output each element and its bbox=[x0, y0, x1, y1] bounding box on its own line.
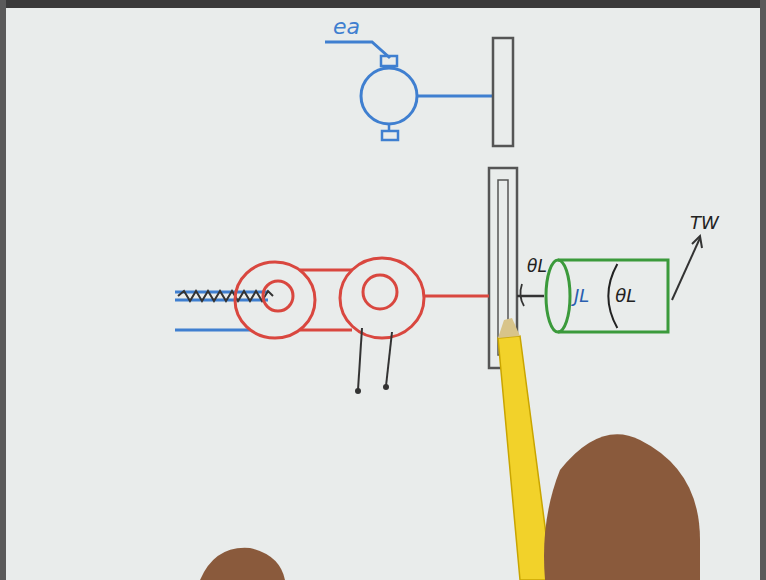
arrow-head bbox=[692, 236, 702, 248]
motor-shaft bbox=[417, 95, 493, 98]
terminal bbox=[383, 384, 389, 390]
pencil-tip bbox=[498, 318, 520, 338]
coupling bbox=[300, 329, 352, 332]
terminal bbox=[355, 388, 361, 394]
motor-armature bbox=[361, 68, 417, 124]
brush bbox=[382, 131, 398, 140]
angle-arrow bbox=[520, 284, 524, 306]
board-frame bbox=[760, 0, 766, 580]
motor-housing bbox=[340, 258, 424, 338]
cylinder-outline bbox=[544, 258, 674, 338]
pinion-gear bbox=[493, 38, 513, 146]
brush bbox=[381, 56, 397, 66]
board-frame bbox=[0, 0, 6, 580]
cylinder-end bbox=[546, 260, 570, 332]
load-inertia: JL θL bbox=[544, 258, 670, 334]
coupling bbox=[300, 269, 352, 272]
torque-arrow bbox=[672, 238, 700, 300]
input-wire bbox=[175, 329, 250, 332]
generator-housing bbox=[235, 262, 315, 338]
cylinder-body bbox=[558, 260, 668, 332]
pencil bbox=[498, 336, 552, 580]
lead-wire bbox=[386, 332, 392, 386]
hand bbox=[200, 548, 285, 580]
spring bbox=[178, 291, 273, 301]
symbol-label: θL bbox=[527, 258, 547, 275]
symbol-label: ea bbox=[333, 16, 360, 38]
node-text: θL bbox=[615, 287, 636, 305]
symbol-label: TW bbox=[690, 214, 719, 232]
hand bbox=[544, 434, 700, 580]
output-shaft bbox=[424, 295, 489, 298]
generator-rotor bbox=[263, 281, 293, 311]
board-frame bbox=[0, 0, 766, 8]
node-text: JL bbox=[574, 287, 589, 305]
lead-wire bbox=[358, 328, 362, 390]
motor-rotor bbox=[363, 275, 397, 309]
